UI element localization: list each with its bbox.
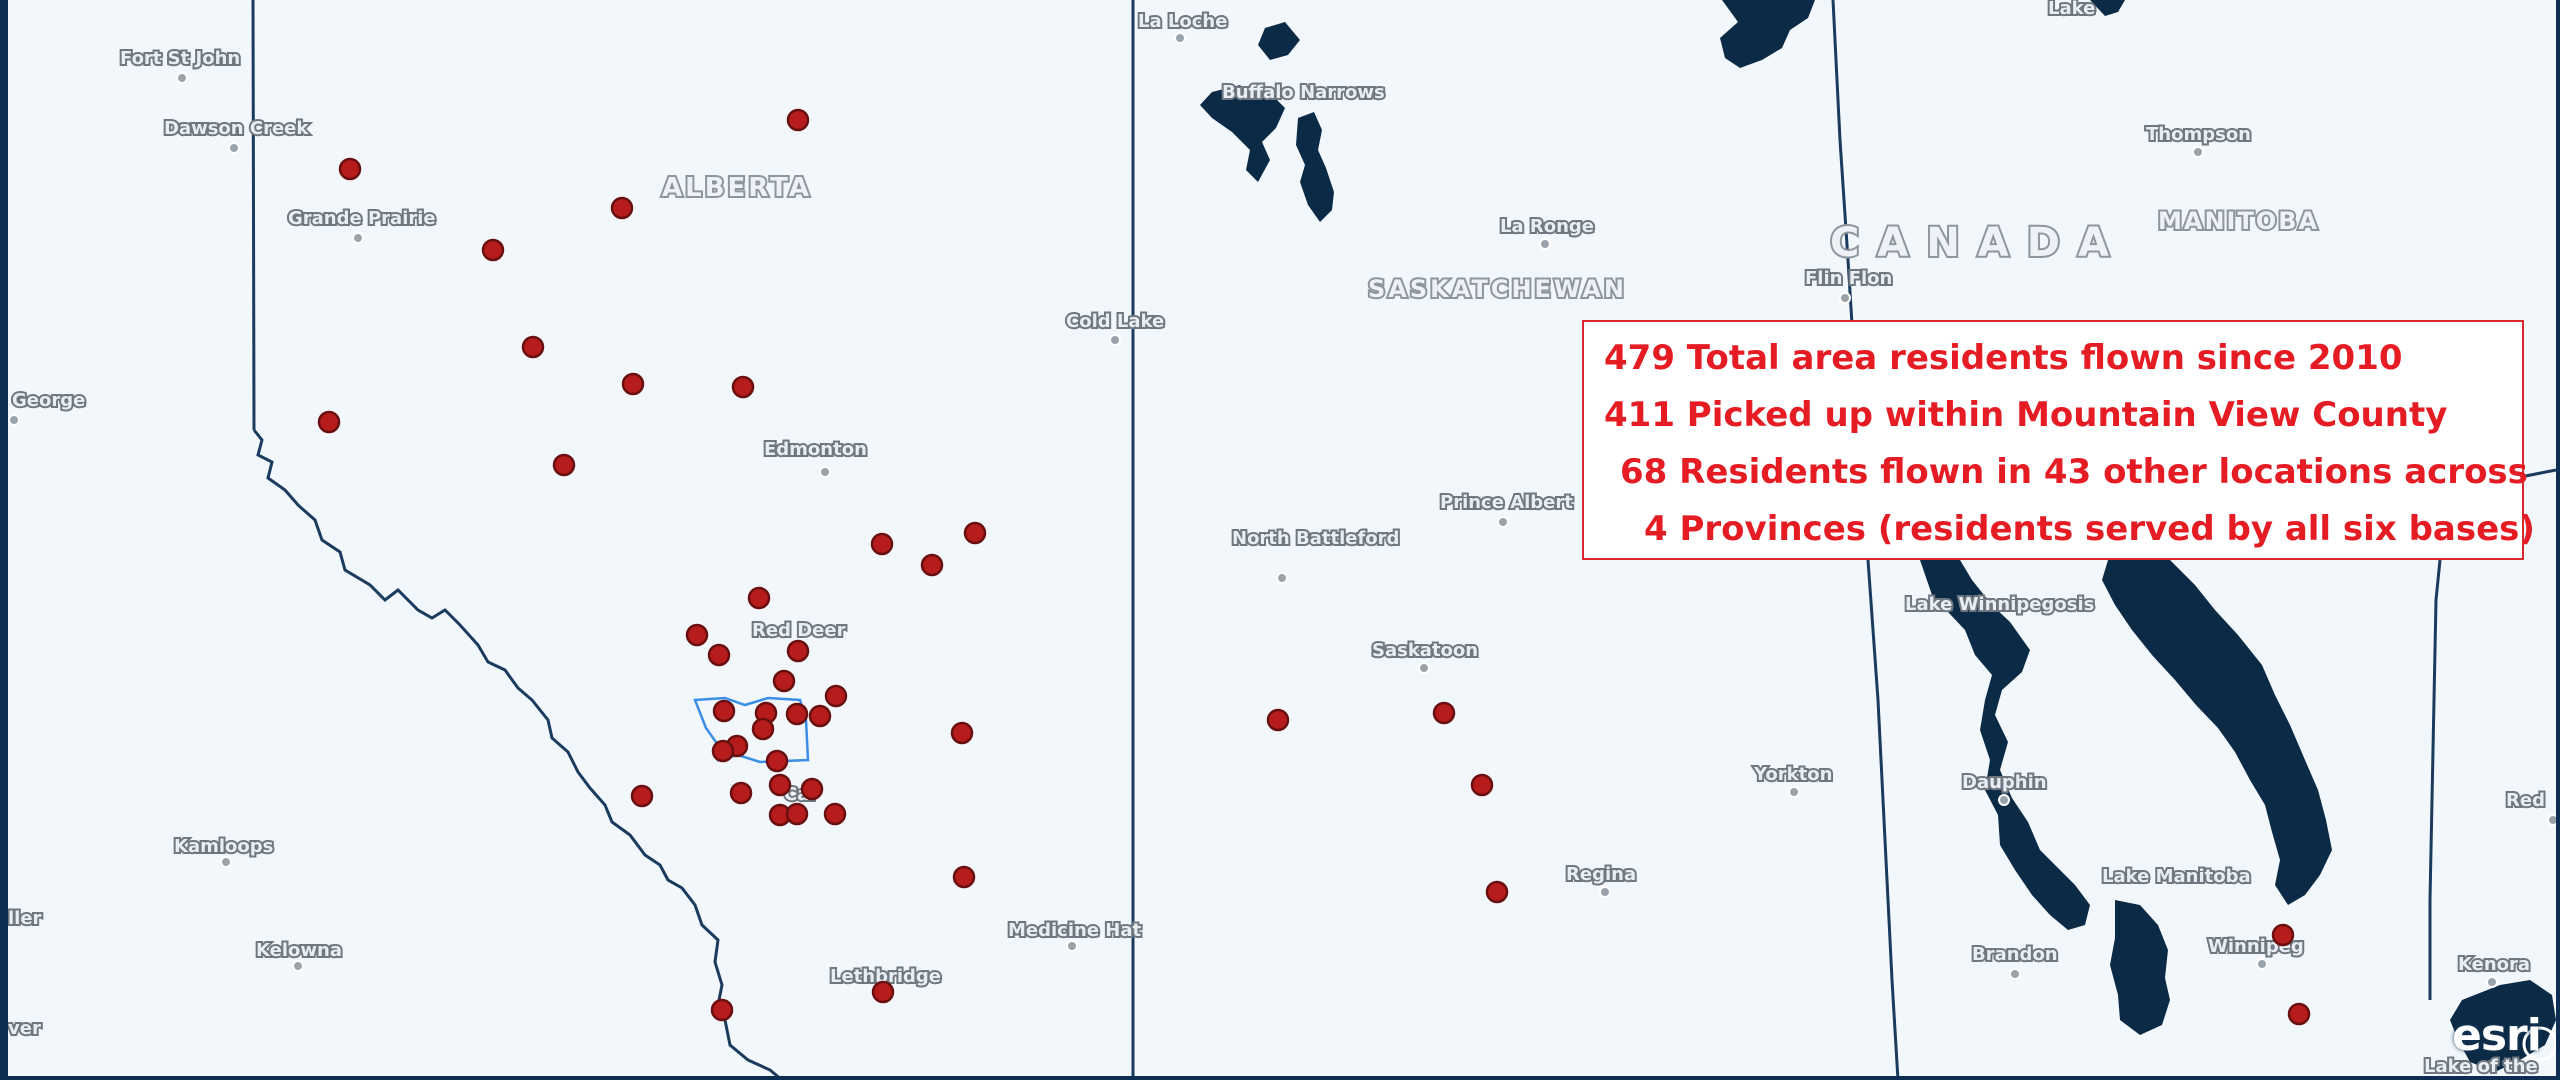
pickup-location-pin[interactable] [785, 702, 809, 726]
region-label-canada: CANADA [1830, 220, 2127, 266]
city-label-dawson-creek: Dawson Creek [164, 118, 309, 139]
pickup-location-pin[interactable] [800, 777, 824, 801]
pickup-location-pin[interactable] [1432, 701, 1456, 725]
pickup-location-pin[interactable] [772, 669, 796, 693]
region-label-manitoba: MANITOBA [2158, 207, 2319, 235]
water-buffalo-narrows-lakes [1200, 22, 1334, 222]
province-borders [251, 0, 2557, 1080]
city-label-vancouver-edge: ver [8, 1018, 41, 1039]
pickup-location-pin[interactable] [710, 998, 734, 1022]
city-label-prince-albert: Prince Albert [1440, 492, 1573, 513]
water-lake-winnipegosis [1920, 560, 2090, 930]
pickup-location-pin[interactable] [1266, 708, 1290, 732]
pickup-location-pin[interactable] [952, 865, 976, 889]
stat-picked-up-county: 411 Picked up within Mountain View Count… [1604, 395, 2448, 435]
city-label-lake-winnipegosis: Lake Winnipegosis [1905, 594, 2094, 615]
city-label-fort-st-john: Fort St John [120, 48, 240, 69]
esri-logo[interactable]: esri [2452, 1010, 2542, 1061]
city-label-lake-top: Lake [2048, 0, 2095, 19]
city-dots [8, 32, 2559, 1000]
city-label-red-deer: Red Deer [752, 620, 846, 641]
pickup-location-pin[interactable] [751, 717, 775, 741]
city-label-buffalo-narrows: Buffalo Narrows [1222, 82, 1385, 103]
city-label-flin-flon: Flin Flon [1805, 268, 1892, 289]
pickup-location-pin[interactable] [824, 684, 848, 708]
city-label-la-ronge: La Ronge [1500, 216, 1594, 237]
city-label-red-lake-edge: Red [2506, 790, 2545, 811]
city-label-kenora: Kenora [2458, 954, 2530, 975]
stats-box: 479 Total area residents flown since 201… [1582, 320, 2535, 560]
water-lake-of-the-woods [2450, 980, 2556, 1072]
pickup-location-pin[interactable] [786, 108, 810, 132]
pickup-location-pins[interactable] [317, 108, 2311, 1026]
city-label-kelowna: Kelowna [256, 940, 342, 961]
pickup-location-pin[interactable] [765, 749, 789, 773]
pickup-location-pin[interactable] [963, 521, 987, 545]
pickup-location-pin[interactable] [823, 802, 847, 826]
pickup-location-pin[interactable] [1470, 773, 1494, 797]
pickup-location-pin[interactable] [786, 639, 810, 663]
pickup-location-pin[interactable] [552, 453, 576, 477]
city-label-la-loche: La Loche [1138, 11, 1227, 32]
stat-other-locations: 68 Residents flown in 43 other locations… [1620, 452, 2528, 492]
water-lake-winnipeg [2102, 560, 2332, 905]
city-label-lethbridge: Lethbridge [830, 966, 941, 987]
pickup-location-pin[interactable] [1485, 880, 1509, 904]
city-label-brandon: Brandon [1972, 944, 2058, 965]
pickup-location-pin[interactable] [785, 802, 809, 826]
pickup-location-pin[interactable] [317, 410, 341, 434]
pickup-location-pin[interactable] [685, 623, 709, 647]
pickup-location-pin[interactable] [481, 238, 505, 262]
city-label-lake-manitoba: Lake Manitoba [2102, 866, 2251, 887]
pickup-location-pin[interactable] [521, 335, 545, 359]
city-label-saskatoon: Saskatoon [1372, 640, 1478, 661]
water-lake-manitoba [2110, 900, 2170, 1035]
pickup-location-pin[interactable] [2271, 923, 2295, 947]
city-label-lake-of-the-woods: Lake of the [2424, 1056, 2538, 1077]
water-lake-top [1720, 0, 1815, 68]
pickup-location-pin[interactable] [621, 372, 645, 396]
pickup-location-pin[interactable] [731, 375, 755, 399]
pickup-location-pin[interactable] [870, 532, 894, 556]
pickup-location-pin[interactable] [920, 553, 944, 577]
pickup-location-pin[interactable] [808, 704, 832, 728]
region-label-saskatchewan: SASKATCHEWAN [1368, 275, 1627, 303]
city-label-cold-lake: Cold Lake [1066, 311, 1164, 332]
pickup-location-pin[interactable] [610, 196, 634, 220]
stat-total-residents: 479 Total area residents flown since 201… [1604, 338, 2403, 378]
pickup-location-pin[interactable] [729, 781, 753, 805]
city-label-yorkton: Yorkton [1753, 764, 1832, 785]
pickup-location-pin[interactable] [2287, 1002, 2311, 1026]
pickup-location-pin[interactable] [747, 586, 771, 610]
pickup-location-pin[interactable] [630, 784, 654, 808]
city-label-north-battleford: North Battleford [1232, 528, 1399, 549]
city-label-kamloops: Kamloops [174, 836, 273, 857]
city-label-edmonton: Edmonton [764, 439, 867, 460]
pickup-location-pin[interactable] [707, 643, 731, 667]
city-label-medicine-hat: Medicine Hat [1008, 920, 1142, 941]
water-lake-top-right [2090, 0, 2125, 16]
pickup-location-pin[interactable] [950, 721, 974, 745]
city-label-prince-george: George [12, 390, 85, 411]
pickup-location-pin[interactable] [712, 699, 736, 723]
city-labels: Fort St John Dawson Creek Grande Prairie… [6, 0, 2547, 1079]
city-label-grande-prairie: Grande Prairie [288, 208, 436, 229]
pickup-location-pin[interactable] [338, 157, 362, 181]
stat-provinces: 4 Provinces (residents served by all six… [1644, 509, 2535, 549]
pickup-location-pin[interactable] [711, 739, 735, 763]
pickup-location-pin[interactable] [871, 980, 895, 1004]
pickup-location-pin[interactable] [768, 773, 792, 797]
city-label-thompson: Thompson [2146, 124, 2251, 145]
region-label-alberta: ALBERTA [662, 173, 812, 203]
city-label-regina: Regina [1566, 864, 1636, 885]
city-label-vernon-edge: ller [8, 908, 42, 929]
city-label-dauphin: Dauphin [1962, 772, 2047, 793]
